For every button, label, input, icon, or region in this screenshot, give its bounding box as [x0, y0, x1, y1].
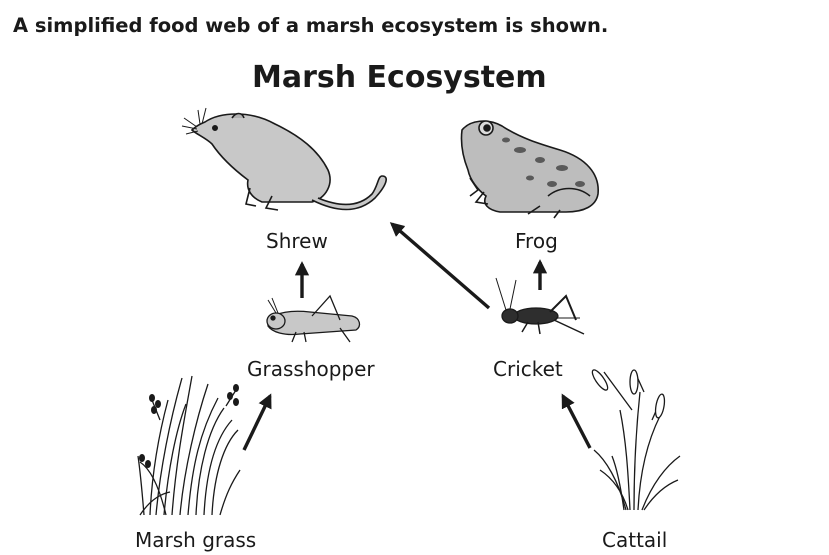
- cattail-icon: [591, 369, 681, 511]
- arrow-marsh-grass-to-grasshopper: [242, 393, 272, 451]
- food-web-arrows: [242, 222, 592, 451]
- label-marsh-grass: Marsh grass: [135, 528, 257, 552]
- marsh-grass-icon: [137, 375, 241, 516]
- label-cattail: Cattail: [602, 528, 668, 552]
- diagram-title: Marsh Ecosystem: [252, 60, 547, 95]
- arrow-cattail-to-cricket: [561, 393, 592, 449]
- grasshopper-icon: [266, 294, 361, 343]
- label-cricket: Cricket: [493, 357, 563, 381]
- arrow-cricket-to-shrew: [389, 222, 491, 310]
- shrew-icon: [181, 107, 387, 211]
- label-shrew: Shrew: [266, 229, 328, 253]
- label-frog: Frog: [515, 229, 558, 253]
- cricket-icon: [495, 277, 585, 335]
- question-prompt: A simplified food web of a marsh ecosyst…: [13, 14, 609, 37]
- frog-icon: [460, 120, 599, 219]
- label-grasshopper: Grasshopper: [247, 357, 375, 381]
